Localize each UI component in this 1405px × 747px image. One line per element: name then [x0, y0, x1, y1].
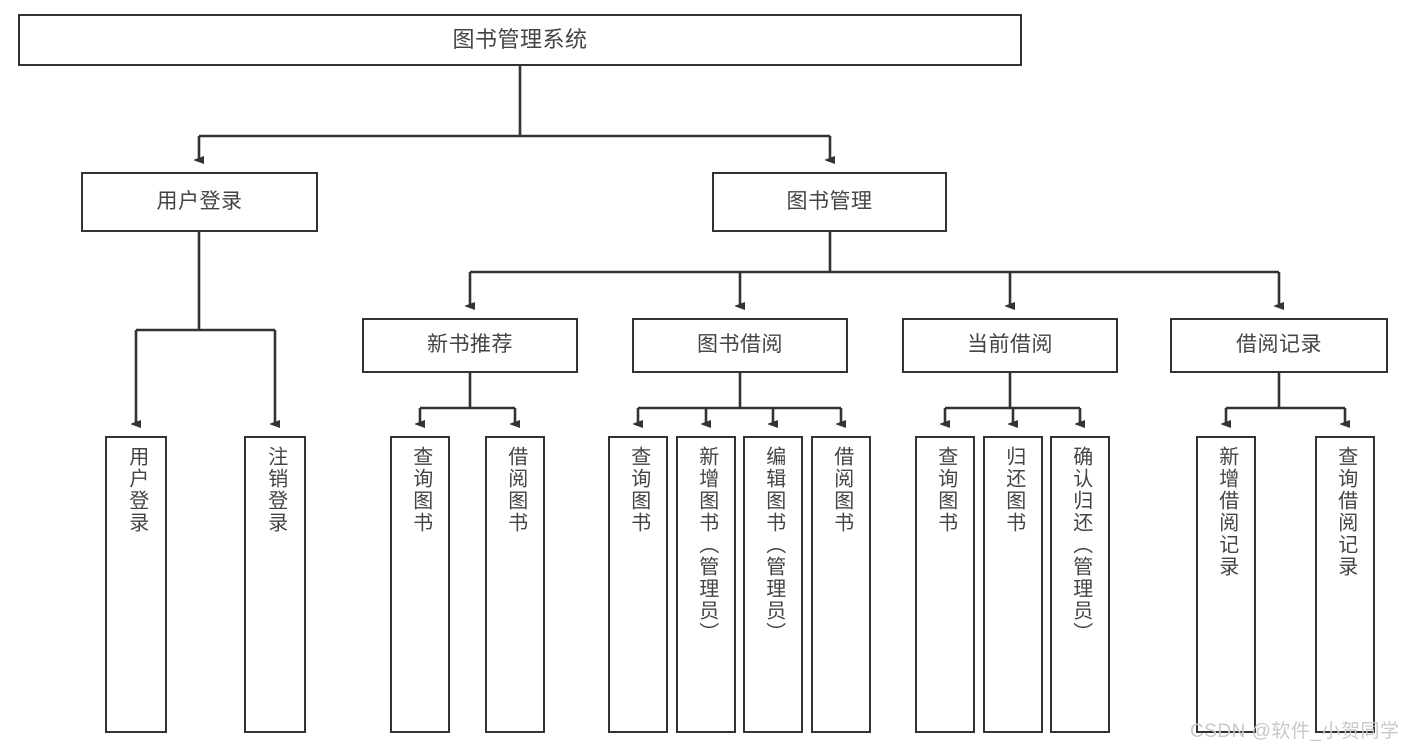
node-borrow-records-label: 借阅记录: [1236, 333, 1322, 357]
node-borrow-add-book[interactable]: 新增图书（管理员）: [676, 436, 736, 733]
node-borrow-query-book[interactable]: 查询图书: [608, 436, 668, 733]
node-current-confirm-return[interactable]: 确认归还（管理员）: [1050, 436, 1110, 733]
node-user-logout-leaf-label: 注销登录: [264, 446, 287, 534]
node-records-add-record[interactable]: 新增借阅记录: [1196, 436, 1256, 733]
node-records-query-record-label: 查询借阅记录: [1334, 446, 1357, 578]
node-book-borrow-label: 图书借阅: [697, 333, 783, 357]
node-book-management-label: 图书管理: [786, 189, 873, 213]
node-borrow-add-book-label: 新增图书（管理员）: [695, 446, 718, 644]
node-new-book-recommend[interactable]: 新书推荐: [362, 318, 578, 373]
node-current-query-book-label: 查询图书: [934, 446, 957, 534]
node-borrow-records[interactable]: 借阅记录: [1170, 318, 1388, 373]
node-current-return-book[interactable]: 归还图书: [983, 436, 1043, 733]
node-root[interactable]: 图书管理系统: [18, 14, 1022, 66]
node-recommend-borrow-book[interactable]: 借阅图书: [485, 436, 545, 733]
node-current-return-book-label: 归还图书: [1002, 446, 1025, 534]
node-root-label: 图书管理系统: [452, 27, 588, 53]
node-recommend-query-book[interactable]: 查询图书: [390, 436, 450, 733]
node-book-management[interactable]: 图书管理: [712, 172, 947, 232]
node-records-add-record-label: 新增借阅记录: [1215, 446, 1238, 578]
watermark-text: CSDN @软件_小贺同学: [1190, 721, 1400, 742]
node-current-borrow-label: 当前借阅: [967, 333, 1053, 357]
node-user-login[interactable]: 用户登录: [81, 172, 318, 232]
node-recommend-borrow-book-label: 借阅图书: [504, 446, 527, 534]
node-user-login-leaf-label: 用户登录: [125, 446, 148, 534]
node-new-book-recommend-label: 新书推荐: [427, 333, 513, 357]
node-current-confirm-return-label: 确认归还（管理员）: [1069, 446, 1092, 644]
node-user-login-label: 用户登录: [156, 189, 243, 213]
node-current-query-book[interactable]: 查询图书: [915, 436, 975, 733]
node-records-query-record[interactable]: 查询借阅记录: [1315, 436, 1375, 733]
node-current-borrow[interactable]: 当前借阅: [902, 318, 1118, 373]
node-borrow-query-book-label: 查询图书: [627, 446, 650, 534]
node-user-logout-leaf[interactable]: 注销登录: [244, 436, 306, 733]
node-borrow-borrow-book-label: 借阅图书: [830, 446, 853, 534]
node-borrow-edit-book[interactable]: 编辑图书（管理员）: [743, 436, 803, 733]
node-borrow-borrow-book[interactable]: 借阅图书: [811, 436, 871, 733]
node-user-login-leaf[interactable]: 用户登录: [105, 436, 167, 733]
node-recommend-query-book-label: 查询图书: [409, 446, 432, 534]
node-borrow-edit-book-label: 编辑图书（管理员）: [762, 446, 785, 644]
watermark: CSDN @软件_小贺同学: [1190, 716, 1399, 743]
node-book-borrow[interactable]: 图书借阅: [632, 318, 848, 373]
